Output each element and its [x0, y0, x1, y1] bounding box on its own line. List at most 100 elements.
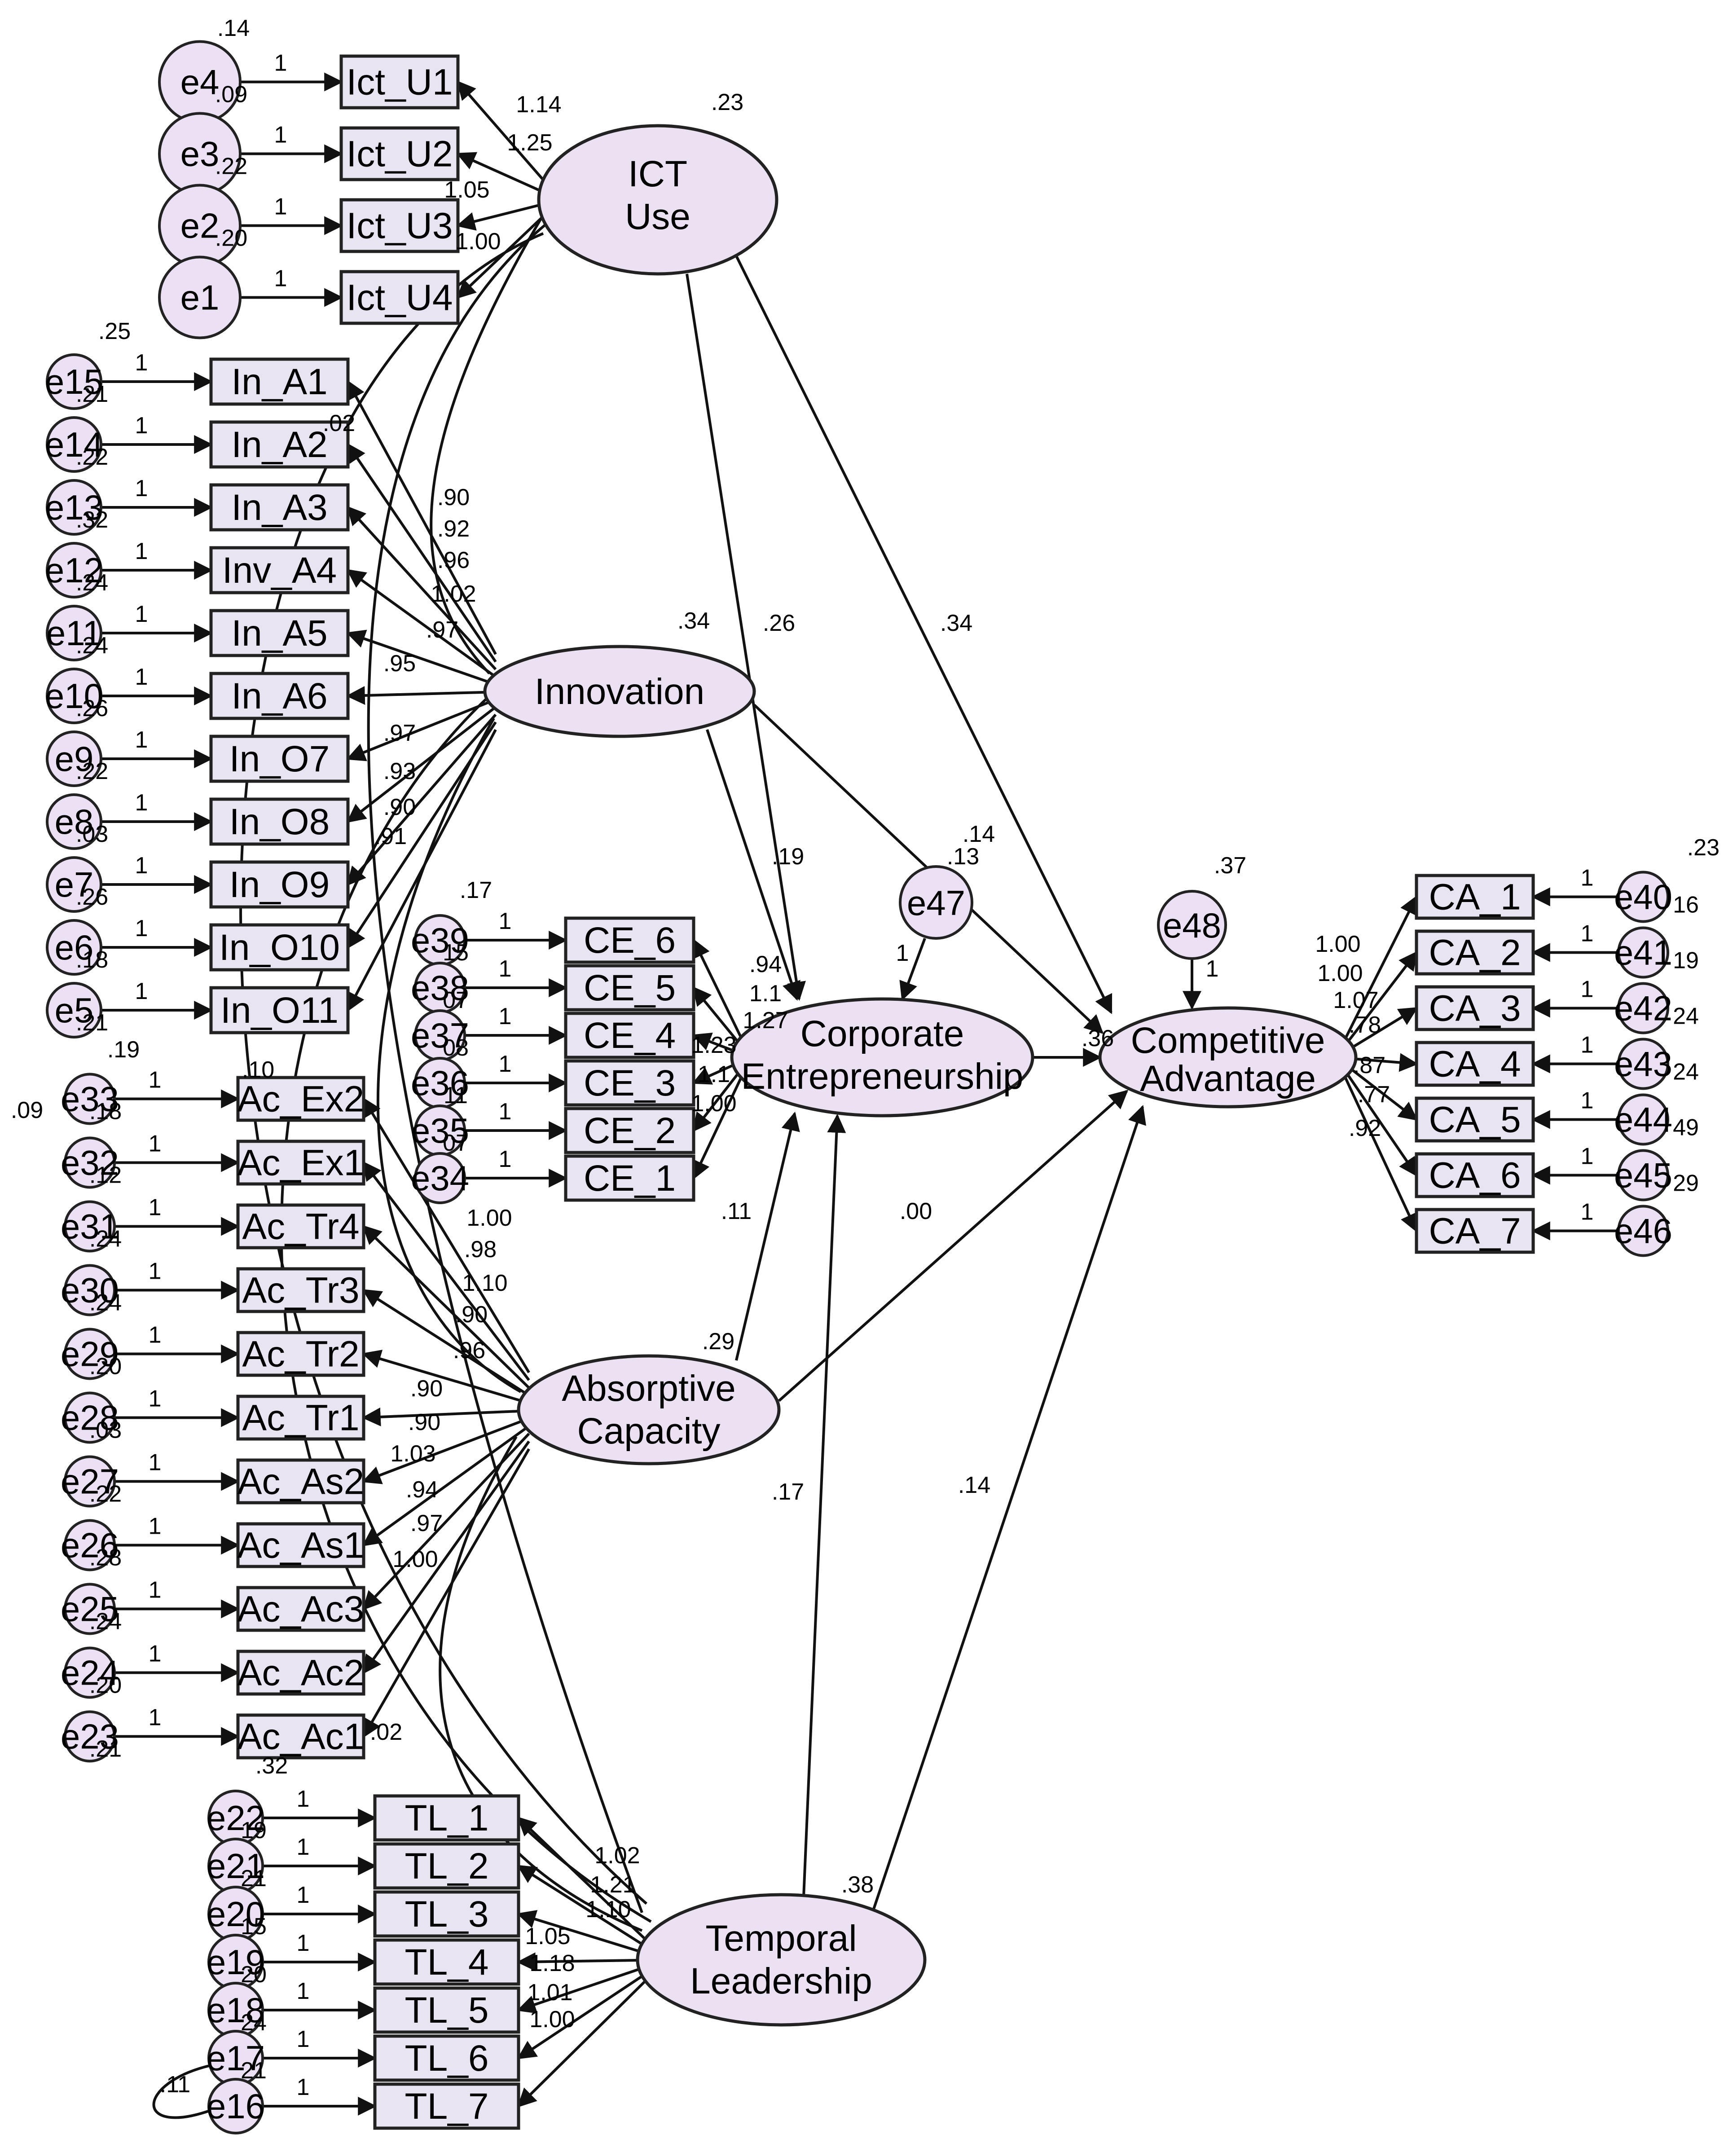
indicator-label: In_O11: [220, 990, 339, 1031]
fixed-weight: 1: [149, 1641, 162, 1667]
error-circle: [1617, 926, 1669, 979]
error-variance: .18: [89, 1099, 122, 1125]
loading-arrow: [347, 506, 497, 670]
error-label: e17: [207, 2038, 265, 2078]
error-circle: [1617, 1093, 1669, 1146]
r2-value: .37: [1214, 853, 1246, 879]
loading-arrow: [362, 1161, 530, 1381]
path-ac-ce: [735, 1111, 800, 1361]
indicator-box: [209, 546, 350, 594]
indicator-box: [209, 609, 350, 657]
fixed-weight: 1: [1581, 1032, 1594, 1058]
error-variance: 21: [241, 2058, 267, 2084]
error-label: e4: [180, 62, 220, 102]
error-label: e2: [180, 206, 220, 246]
fixed-weight: 1: [1581, 977, 1594, 1003]
error-variance: .22: [89, 1481, 122, 1507]
indicator-box: [564, 1012, 695, 1059]
loading-value: 1.00: [1315, 931, 1360, 957]
indicator-label: CA_5: [1429, 1100, 1521, 1140]
loading-arrow: [1345, 1064, 1418, 1121]
error-label: e16: [207, 2086, 265, 2126]
error-circle: [46, 479, 102, 536]
indicator-box: [564, 1059, 695, 1107]
indicator-label: TL_6: [405, 2038, 489, 2079]
indicator-box: [236, 1140, 365, 1186]
error-variance: .24: [89, 1609, 122, 1635]
error-variance: 24: [241, 2010, 267, 2036]
loading-value: 1.00: [455, 229, 501, 255]
loading-value: .77: [1358, 1082, 1390, 1108]
indicator-label: TL_3: [405, 1894, 489, 1935]
indicator-label: Inv_A4: [222, 550, 337, 591]
indicator-box: [339, 126, 460, 181]
loading-value: .02: [323, 410, 355, 436]
path-coefficient: .19: [772, 844, 804, 870]
error-variance: .02: [370, 1719, 402, 1745]
loading-arrow: [362, 1425, 530, 1546]
indicator-box: [373, 1842, 520, 1890]
competitive-advantage-latent: [1098, 1006, 1358, 1109]
indicator-box: [209, 860, 350, 909]
error-circle: [64, 1136, 116, 1189]
loading-arrow: [692, 986, 745, 1050]
error-circle: [1617, 871, 1669, 923]
cov-ict-ac: [367, 214, 643, 1914]
indicator-label: TL_4: [405, 1942, 489, 1983]
cov-e17-e16: [152, 2064, 211, 2119]
error-variance: 08: [443, 1035, 469, 1061]
error-label: e31: [61, 1207, 119, 1246]
error-variance: .21: [76, 381, 108, 407]
path-coefficient: .11: [721, 1198, 752, 1224]
error-label: e42: [1614, 989, 1672, 1028]
error-label: e6: [55, 928, 94, 967]
error-circle: [1617, 982, 1669, 1034]
diagram-labels: ICTUseInnovationCorporateEntrepreneurshi…: [11, 15, 1720, 2127]
fixed-weight: 1: [135, 853, 148, 879]
indicator-label: CA_1: [1429, 877, 1521, 918]
error-label: e12: [45, 550, 103, 590]
error-variance: 07: [443, 1130, 469, 1156]
temporal-leadership-latent: [636, 1893, 927, 2027]
fixed-weight: 1: [135, 538, 148, 564]
fixed-weight: 1: [135, 664, 148, 690]
indicator-box: [1415, 1208, 1535, 1254]
error-variance: .19: [107, 1037, 140, 1063]
indicator-box: [1415, 1096, 1535, 1143]
indicator-box: [209, 483, 350, 532]
loading-value: .97: [410, 1510, 443, 1536]
loading-value: .90: [410, 1376, 443, 1402]
loading-value: .94: [749, 951, 782, 977]
error-label: e1: [180, 278, 220, 317]
error-variance: .25: [98, 318, 131, 344]
indicator-box: [209, 797, 350, 846]
indicator-box: [209, 420, 350, 469]
error-variance: .22: [215, 154, 247, 180]
error-variance: .03: [76, 821, 108, 847]
loading-arrow: [1344, 895, 1418, 1039]
loading-arrow: [362, 1097, 530, 1373]
indicator-box: [209, 735, 350, 783]
covariance-value: .11: [160, 2072, 190, 2098]
error-circle: [46, 793, 102, 850]
loading-value: 1.14: [516, 92, 561, 118]
fixed-weight: 1: [135, 350, 148, 376]
latent-label: Advantage: [1140, 1058, 1316, 1099]
indicator-label: In_A3: [231, 487, 327, 528]
loading-value: .95: [383, 651, 416, 677]
absorptive-capacity-latent: [517, 1354, 781, 1465]
loading-arrow: [692, 1071, 745, 1180]
error-label: e29: [61, 1334, 119, 1374]
indicator-label: CE_4: [584, 1015, 676, 1056]
error-variance: .20: [89, 1354, 122, 1380]
cov-ac-tl: [439, 1436, 643, 1932]
fixed-weight: 1: [297, 2026, 310, 2052]
loading-value: 1.00: [691, 1091, 736, 1117]
error-variance: 20: [241, 1962, 267, 1988]
indicator-box: [564, 964, 695, 1012]
loading-arrow: [362, 1289, 530, 1397]
error-label: e23: [61, 1717, 119, 1756]
indicator-label: TL_7: [405, 2086, 489, 2127]
error-variance: 11: [444, 1082, 468, 1109]
fixed-weight: 1: [1581, 1088, 1594, 1114]
